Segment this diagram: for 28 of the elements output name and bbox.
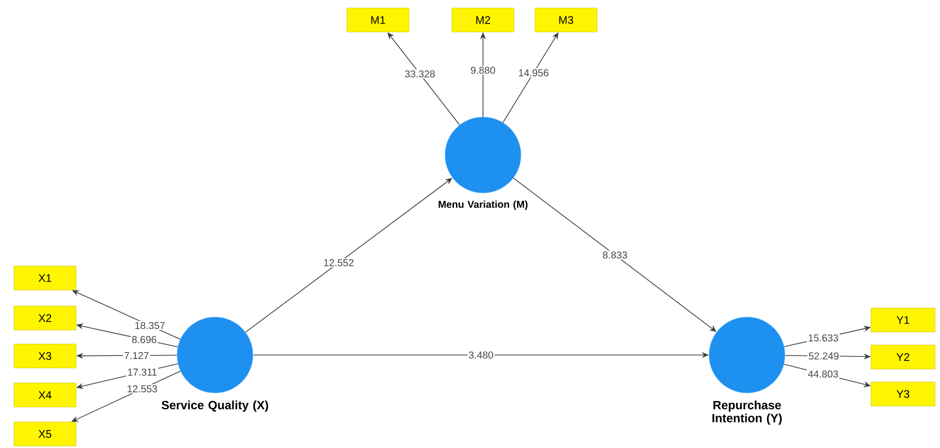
edge-label: 33.328 — [404, 69, 436, 78]
indicator-box: M3 — [534, 8, 598, 32]
edge-label: 7.127 — [123, 350, 150, 360]
edge-label: 17.311 — [126, 368, 158, 377]
edge-label: 12.553 — [126, 384, 158, 394]
construct-label: Repurchase Intention (Y) — [712, 400, 782, 425]
edge-label: 52.249 — [807, 351, 840, 361]
edge-label: 9.880 — [470, 66, 497, 75]
edge-label: 18.357 — [134, 320, 166, 330]
edge-label: 12.552 — [322, 258, 355, 268]
construct-label: Service Quality (X) — [162, 400, 268, 412]
construct-label: Menu Variation (M) — [438, 200, 528, 210]
indicator-box: X1 — [14, 266, 76, 290]
edge-label: 14.956 — [517, 68, 550, 78]
edge-label: 3.480 — [468, 350, 495, 360]
indicator-box: Y1 — [870, 308, 936, 332]
indicator-box: X5 — [14, 422, 76, 446]
edge-label: 8.833 — [602, 250, 629, 260]
indicator-box: Y2 — [870, 344, 936, 370]
indicator-box: Y3 — [870, 382, 936, 406]
edge-label: 44.803 — [806, 370, 840, 379]
indicator-box: M2 — [452, 8, 514, 32]
edge-label: 15.633 — [806, 333, 840, 342]
indicator-box: X3 — [14, 344, 76, 368]
indicator-box: X2 — [14, 306, 76, 330]
indicator-box: X4 — [14, 382, 76, 408]
indicator-box: M1 — [346, 8, 410, 32]
edge-label: 8.696 — [130, 335, 158, 344]
